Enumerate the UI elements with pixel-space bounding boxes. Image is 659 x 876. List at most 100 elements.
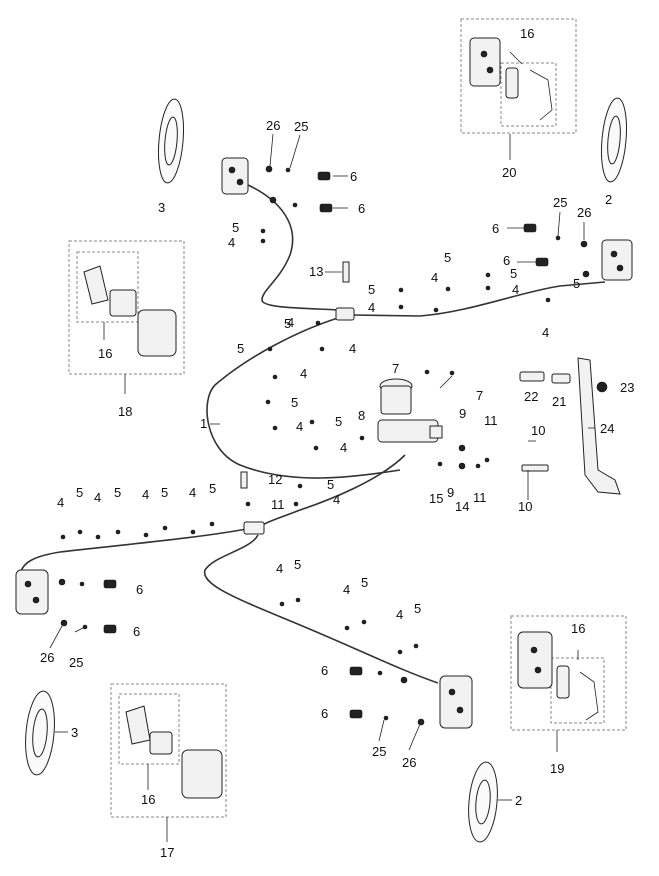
bolt-12: [240, 471, 248, 489]
callout-6: 6: [133, 624, 140, 639]
callout-4: 4: [349, 341, 356, 356]
callout-5: 5: [237, 341, 244, 356]
callout-5: 5: [335, 414, 342, 429]
callout-16: 16: [520, 26, 534, 41]
callout-4: 4: [296, 419, 303, 434]
callout-13: 13: [309, 264, 323, 279]
callout-5: 5: [573, 276, 580, 291]
callout-24: 24: [600, 421, 614, 436]
caliper-bottom-right: [439, 675, 473, 729]
callout-4: 4: [512, 282, 519, 297]
callout-25: 25: [294, 119, 308, 134]
callout-5: 5: [209, 481, 216, 496]
callout-3: 3: [71, 725, 78, 740]
disc-bottom-right: [468, 761, 498, 843]
callout-5: 5: [510, 266, 517, 281]
rear-junction: [243, 521, 265, 535]
callout-5: 5: [284, 316, 291, 331]
brake-pedal: [519, 357, 621, 495]
front-junction: [335, 307, 355, 321]
callout-10: 10: [531, 423, 545, 438]
callout-18: 18: [118, 404, 132, 419]
callout-25: 25: [553, 195, 567, 210]
callout-4: 4: [57, 495, 64, 510]
disc-bottom-left: [25, 690, 55, 776]
callout-2: 2: [515, 793, 522, 808]
callout-26: 26: [40, 650, 54, 665]
callout-4: 4: [340, 440, 347, 455]
callout-4: 4: [228, 235, 235, 250]
callout-15: 15: [429, 491, 443, 506]
callout-20: 20: [502, 165, 516, 180]
caliper-top-left: [221, 157, 249, 195]
box-17: [110, 683, 227, 818]
caliper-bottom-left: [15, 569, 49, 615]
callout-4: 4: [300, 366, 307, 381]
callout-7: 7: [476, 388, 483, 403]
callout-labels: 26 25 6 6 3 20 16 2 25 26 6 6 5 4 13 5 4…: [40, 26, 634, 860]
callout-25: 25: [372, 744, 386, 759]
callout-5: 5: [361, 575, 368, 590]
callout-7: 7: [392, 361, 399, 376]
callout-6: 6: [350, 169, 357, 184]
callout-5: 5: [444, 250, 451, 265]
fasteners: [58, 165, 590, 726]
callout-4: 4: [287, 315, 294, 330]
box-18: [68, 240, 185, 375]
callout-5: 5: [327, 477, 334, 492]
callout-1: 1: [200, 416, 207, 431]
leader-lines: [49, 51, 595, 842]
callout-4: 4: [368, 300, 375, 315]
callout-6: 6: [358, 201, 365, 216]
callout-16: 16: [98, 346, 112, 361]
master-cylinder: [377, 378, 443, 443]
disc-top-right: [600, 97, 628, 183]
callout-26: 26: [266, 118, 280, 133]
callout-26: 26: [577, 205, 591, 220]
callout-5: 5: [414, 601, 421, 616]
callout-2: 2: [605, 192, 612, 207]
callout-5: 5: [76, 485, 83, 500]
callout-6: 6: [492, 221, 499, 236]
callout-5: 5: [368, 282, 375, 297]
callout-11: 11: [484, 413, 498, 428]
callout-5: 5: [161, 485, 168, 500]
disc-top-left: [157, 98, 185, 184]
callout-5: 5: [294, 557, 301, 572]
callout-4: 4: [276, 561, 283, 576]
callout-4: 4: [343, 582, 350, 597]
callout-16: 16: [571, 621, 585, 636]
callout-9: 9: [447, 485, 454, 500]
callout-12: 12: [268, 472, 282, 487]
callout-4: 4: [396, 607, 403, 622]
callout-26: 26: [402, 755, 416, 770]
callout-5: 5: [291, 395, 298, 410]
callout-22: 22: [524, 389, 538, 404]
callout-4: 4: [189, 485, 196, 500]
callout-21: 21: [552, 394, 566, 409]
callout-17: 17: [160, 845, 174, 860]
callout-11: 11: [473, 490, 487, 505]
callout-6: 6: [321, 663, 328, 678]
callout-4: 4: [142, 487, 149, 502]
callout-14: 14: [455, 499, 469, 514]
box-19: [510, 615, 627, 731]
callout-23: 23: [620, 380, 634, 395]
callout-6: 6: [136, 582, 143, 597]
callout-6: 6: [503, 253, 510, 268]
callout-9: 9: [459, 406, 466, 421]
callout-11: 11: [271, 497, 285, 512]
callout-6: 6: [321, 706, 328, 721]
brake-lines: [19, 184, 606, 684]
callout-8: 8: [358, 408, 365, 423]
callout-16: 16: [141, 792, 155, 807]
callout-3: 3: [158, 200, 165, 215]
callout-10: 10: [518, 499, 532, 514]
callout-5: 5: [232, 220, 239, 235]
callout-25: 25: [69, 655, 83, 670]
callout-19: 19: [550, 761, 564, 776]
callout-4: 4: [542, 325, 549, 340]
caliper-top-right: [601, 239, 633, 281]
callout-5: 5: [114, 485, 121, 500]
